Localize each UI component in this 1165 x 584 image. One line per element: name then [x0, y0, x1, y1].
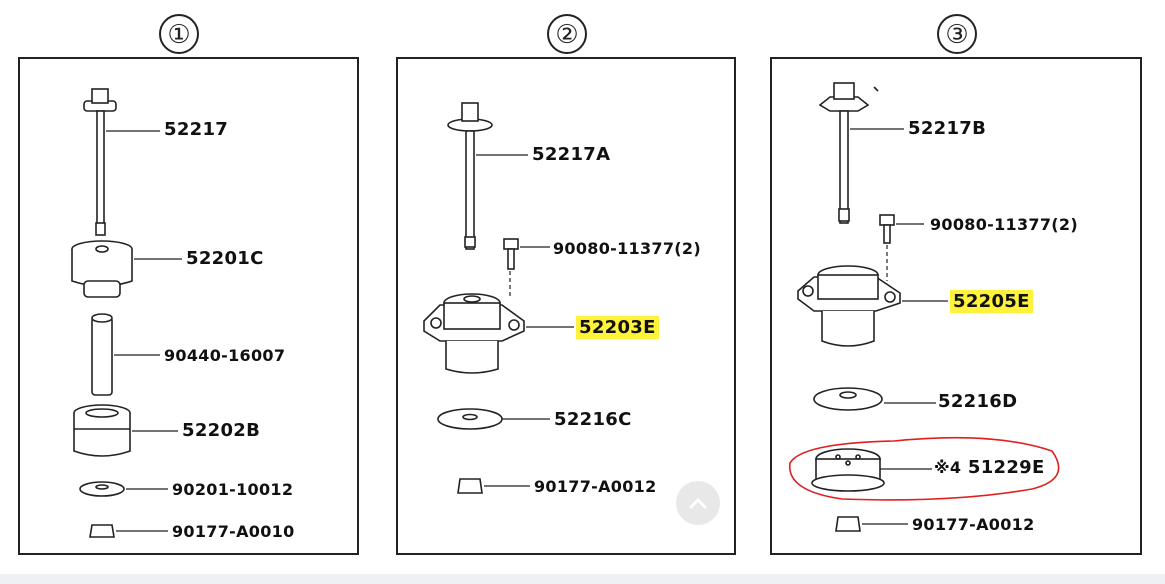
cushion-52205E-drawing	[797, 265, 901, 347]
panel-1-number: ①	[159, 14, 199, 54]
panel-3: 52217B 90080-11377(2) 52205E 52216D ※4 5…	[770, 57, 1142, 555]
part-label-52216C: 52216C	[554, 409, 632, 430]
red-circle-markup	[789, 436, 1060, 501]
small-bolt-90080-11377-drawing	[503, 238, 519, 270]
nut-90177-A0010-drawing	[89, 524, 115, 538]
bottom-strip	[0, 574, 1165, 584]
panel-2: 52217A 90080-11377(2) 52203E 52216C 9017…	[396, 57, 736, 555]
note-marker: ※4	[934, 458, 962, 477]
stopper-51229E-drawing	[811, 448, 885, 492]
panel-2-drawing	[423, 102, 574, 494]
cushion-52201C-drawing	[71, 240, 133, 298]
washer-90201-10012-drawing	[79, 481, 125, 497]
nut-90177-A0012-drawing	[457, 478, 483, 494]
part-label-52216D: 52216D	[938, 391, 1018, 412]
washer-52216C-drawing	[437, 408, 503, 430]
part-label-51229E: ※4 51229E	[934, 457, 1045, 478]
washer-52216D-drawing	[813, 387, 883, 411]
small-bolt-90080-11377-drawing-p3	[879, 214, 895, 244]
part-label-90177-A0012-p3: 90177-A0012	[912, 515, 1035, 534]
part-label-90440-16007: 90440-16007	[164, 346, 286, 365]
bolt-52217A-drawing	[447, 102, 493, 250]
panel-3-number: ③	[937, 14, 977, 54]
part-number-51229E: 51229E	[967, 457, 1045, 478]
panel-2-number: ②	[547, 14, 587, 54]
part-label-52205E: 52205E	[950, 290, 1033, 313]
part-label-52202B: 52202B	[182, 420, 261, 441]
part-label-90201-10012: 90201-10012	[172, 480, 294, 499]
part-label-90177-A0010: 90177-A0010	[172, 522, 295, 541]
part-label-52203E: 52203E	[576, 316, 659, 339]
panel-1-drawing	[71, 88, 182, 538]
panel-1: 52217 52201C 90440-16007 52202B 90201-10…	[18, 57, 359, 555]
part-label-52217A: 52217A	[532, 144, 611, 165]
part-label-90177-A0012-p2: 90177-A0012	[534, 477, 657, 496]
part-label-52201C: 52201C	[186, 248, 264, 269]
cushion-52202B-drawing	[73, 404, 131, 457]
part-label-52217B: 52217B	[908, 118, 987, 139]
panel-3-drawing	[789, 82, 1060, 532]
part-label-90080-11377-p3: 90080-11377(2)	[930, 215, 1078, 234]
collar-90440-16007-drawing	[91, 313, 113, 396]
nut-90177-A0012-drawing-p3	[835, 516, 861, 532]
part-label-52217: 52217	[164, 119, 229, 140]
part-label-90080-11377-p2: 90080-11377(2)	[553, 239, 701, 258]
scroll-top-button[interactable]	[676, 481, 720, 525]
chevron-up-icon	[689, 497, 707, 509]
bolt-52217B-drawing	[818, 82, 879, 224]
cushion-52203E-drawing	[423, 293, 525, 374]
